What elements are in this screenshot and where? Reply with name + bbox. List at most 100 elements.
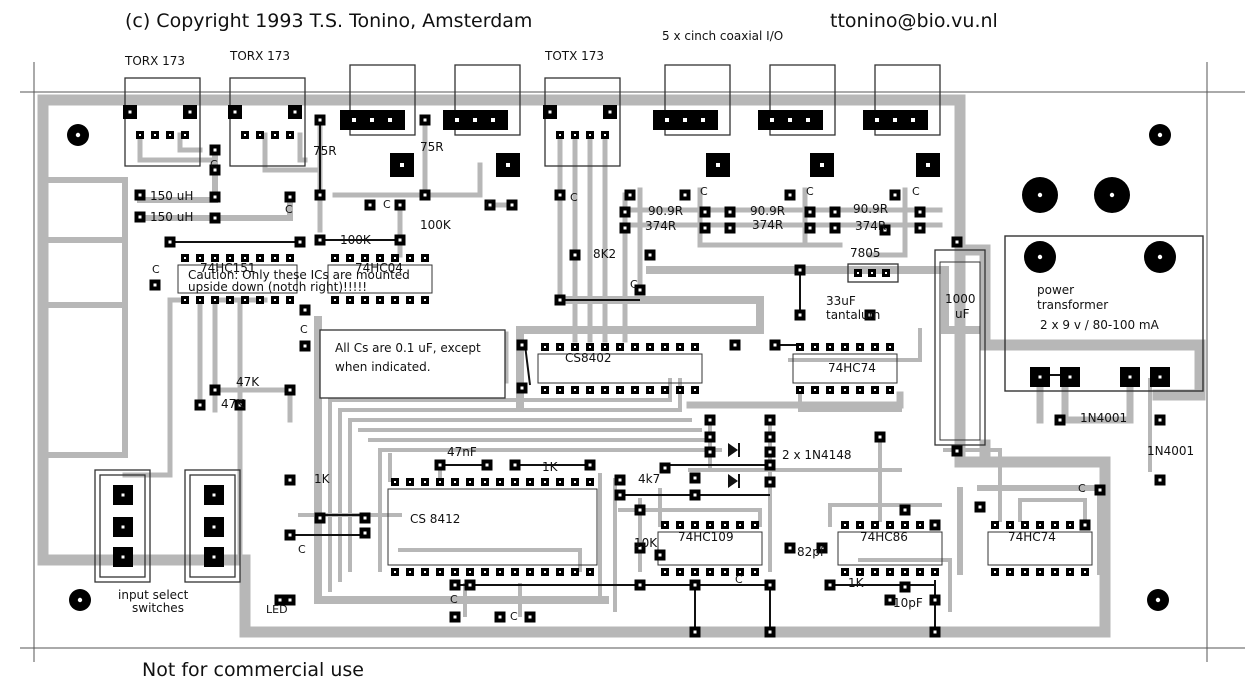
- board-outline: [20, 62, 1245, 662]
- pin-drill: [364, 257, 366, 259]
- pin-drill: [874, 524, 876, 526]
- pad-drill: [588, 463, 592, 467]
- pad-drill: [868, 313, 872, 317]
- pad-drill: [788, 546, 792, 550]
- pin-drill: [1009, 571, 1011, 573]
- ic-body-outline: [537, 353, 703, 384]
- pin-drill: [349, 257, 351, 259]
- pad-drill: [168, 240, 172, 244]
- pad-drill: [573, 253, 577, 257]
- pad-drill: [288, 533, 292, 537]
- jack-drill: [491, 118, 495, 122]
- pad-drill: [363, 531, 367, 535]
- switches-caption-line1: input select: [118, 588, 189, 602]
- pin-drill: [499, 571, 501, 573]
- pin-drill: [559, 134, 561, 136]
- pin-drill: [814, 346, 816, 348]
- pad-drill: [318, 193, 322, 197]
- pad-drill: [708, 435, 712, 439]
- pad-drill: [438, 463, 442, 467]
- pin-drill: [424, 481, 426, 483]
- diode-label: 2 x 1N4148: [782, 448, 852, 462]
- pad-drill: [506, 163, 510, 167]
- pin-drill: [259, 257, 261, 259]
- pin-drill: [934, 571, 936, 573]
- resistor-label: 100K: [340, 233, 372, 247]
- pin-drill: [664, 346, 666, 348]
- pin-drill: [349, 299, 351, 301]
- pin-drill: [679, 571, 681, 573]
- pad-drill: [828, 583, 832, 587]
- resistor-label: 374R: [645, 219, 676, 233]
- ic-74hc109-label: 74HC109: [678, 530, 734, 544]
- capacitor-marker: C: [152, 263, 160, 276]
- capacitor-marker: C: [383, 198, 391, 211]
- pad-drill: [903, 585, 907, 589]
- jack-drill: [788, 118, 792, 122]
- pin-drill: [634, 346, 636, 348]
- resistor-label: 4k7: [638, 472, 660, 486]
- pin-drill: [859, 346, 861, 348]
- pin-drill: [589, 134, 591, 136]
- pin-drill: [394, 571, 396, 573]
- pad-drill: [198, 403, 202, 407]
- hole-center: [1157, 132, 1163, 138]
- pad-drill: [798, 268, 802, 272]
- pin-drill: [1024, 524, 1026, 526]
- pin-drill: [844, 346, 846, 348]
- pad-drill: [788, 193, 792, 197]
- pin-drill: [694, 571, 696, 573]
- resistor-label: 47K: [236, 375, 260, 389]
- hole-center: [1037, 254, 1043, 260]
- pin-drill: [289, 257, 291, 259]
- pin-drill: [874, 346, 876, 348]
- pad-drill: [663, 466, 667, 470]
- pin-drill: [469, 571, 471, 573]
- inductor-label: 150 uH: [150, 189, 193, 203]
- pad-drill: [558, 193, 562, 197]
- cap-1000uf-outline: [934, 249, 986, 446]
- resistor-label: 75R: [420, 140, 444, 154]
- pad-drill: [955, 240, 959, 244]
- pin-drill: [679, 524, 681, 526]
- pin-drill: [484, 571, 486, 573]
- pad-drill: [513, 463, 517, 467]
- pad-drill: [820, 163, 824, 167]
- ic-body-outline: [792, 353, 898, 384]
- pin-drill: [559, 571, 561, 573]
- jack-drill: [665, 118, 669, 122]
- jack-drill: [473, 118, 477, 122]
- pin-drill: [604, 134, 606, 136]
- pad-drill: [888, 598, 892, 602]
- pad-drill: [138, 215, 142, 219]
- pad-drill: [768, 583, 772, 587]
- pin-drill: [857, 272, 859, 274]
- pin-drill: [454, 481, 456, 483]
- resistor-label: 10K: [634, 536, 658, 550]
- pad-drill: [728, 210, 732, 214]
- capacitor-marker: C: [735, 573, 743, 586]
- capacitor-marker: C: [510, 610, 518, 623]
- pad-drill: [498, 615, 502, 619]
- ic-74hc74-top-label: 74HC74: [828, 361, 876, 375]
- diode-label: 1N4001: [1080, 411, 1127, 425]
- pad-drill: [820, 546, 824, 550]
- pin-drill: [184, 299, 186, 301]
- pin-drill: [529, 481, 531, 483]
- ic-body-outline: [387, 488, 598, 566]
- pad-drill: [188, 110, 192, 114]
- pad-drill: [288, 195, 292, 199]
- pin-drill: [274, 257, 276, 259]
- jack-drill: [770, 118, 774, 122]
- pin-drill: [229, 257, 231, 259]
- pin-drill: [439, 571, 441, 573]
- pin-drill: [139, 134, 141, 136]
- pad-drill: [213, 195, 217, 199]
- pin-drill: [859, 389, 861, 391]
- pad-drill: [212, 493, 216, 497]
- hole-center: [1155, 597, 1161, 603]
- pad-drill: [213, 216, 217, 220]
- pad-drill: [398, 203, 402, 207]
- pad-drill: [468, 583, 472, 587]
- led-label: LED: [266, 603, 288, 616]
